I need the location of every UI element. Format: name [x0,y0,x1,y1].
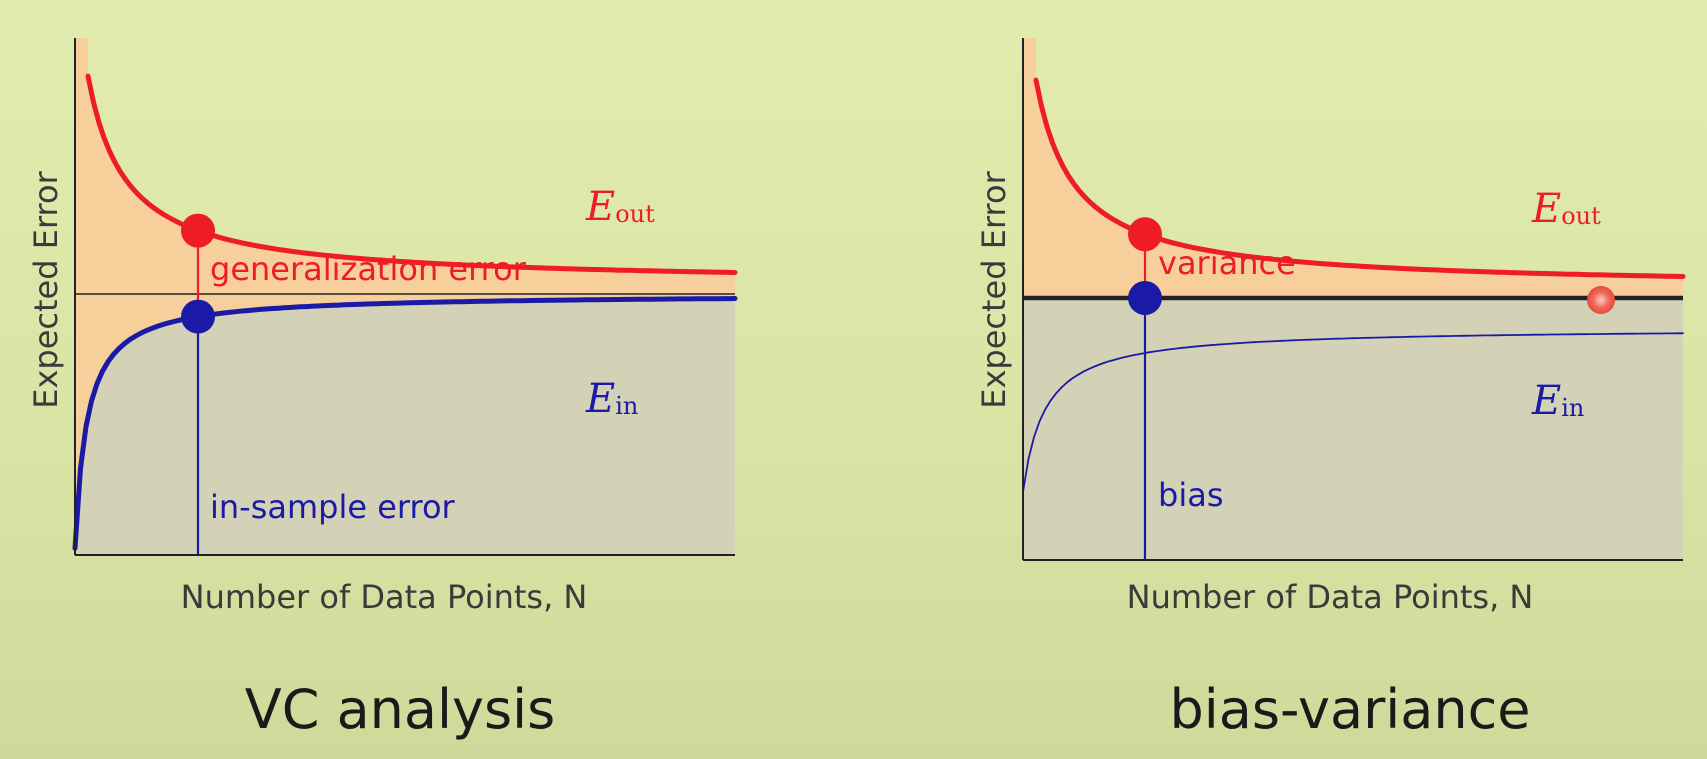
bv-y-axis-title: Expected Error [975,170,1013,408]
bv-limit-point [1128,281,1162,315]
vc-lower-annotation: in-sample error [210,488,456,526]
bv-eout-label: Eout [1531,186,1601,232]
bv-lower-annotation: bias [1158,476,1223,514]
vc-caption: VC analysis [245,678,555,741]
vc-eout-point [181,213,215,248]
bv-ein-curve [1022,332,1684,493]
vc-x-axis-title: Number of Data Points, N [181,578,588,616]
vc-ein-point [181,299,215,334]
vc-chart: generalization error in-sample error Eou… [27,38,738,741]
vc-inner-region [75,298,735,555]
vc-eout-label: Eout [585,184,655,230]
bv-upper-annotation: variance [1158,244,1296,282]
vc-upper-annotation: generalization error [210,250,527,288]
bv-x-axis-title: Number of Data Points, N [1127,578,1534,616]
bv-eout-point [1128,217,1162,252]
vc-ein-label: Ein [585,376,638,422]
bv-limit-end-point [1587,286,1615,314]
bv-ein-label: Ein [1531,378,1584,424]
bv-caption: bias-variance [1169,678,1530,741]
bv-inner-region [1023,298,1683,560]
bv-chart: variance bias Eout Ein Expected Error Nu… [975,38,1686,741]
vc-y-axis-title: Expected Error [27,170,65,408]
